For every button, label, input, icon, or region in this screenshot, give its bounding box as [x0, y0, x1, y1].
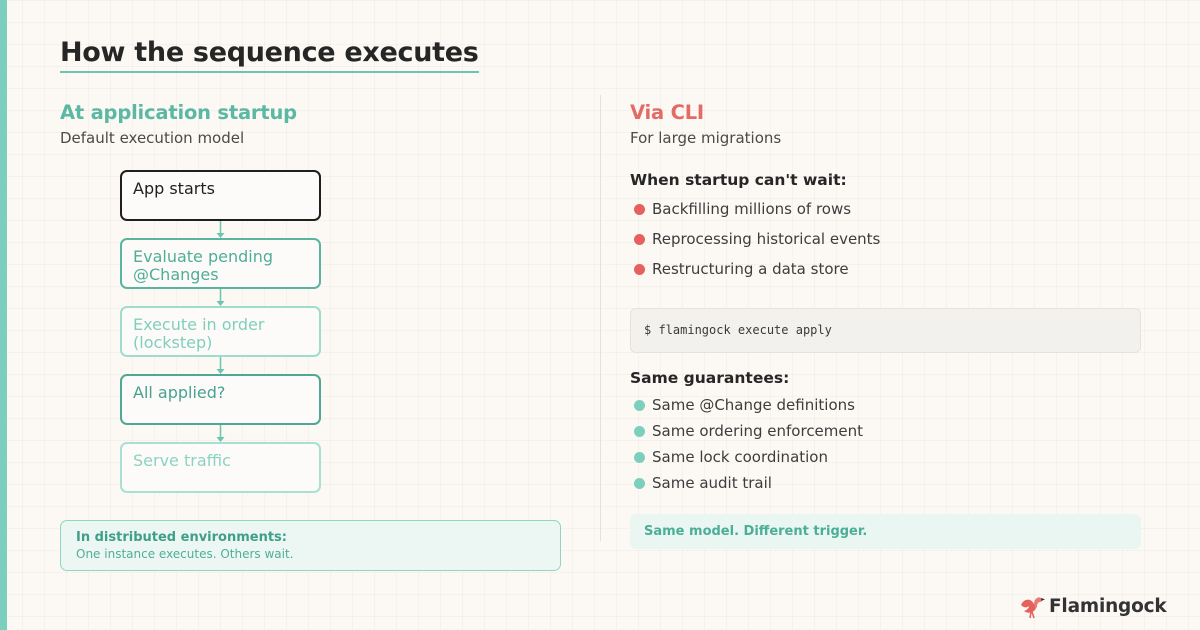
startup-section-title: At application startup — [60, 101, 297, 124]
guarantees-heading: Same guarantees: — [630, 369, 790, 387]
brand-name: Flamingock — [1049, 595, 1167, 617]
red-bullet-icon — [634, 204, 645, 215]
column-divider — [600, 95, 601, 541]
list-item: Reprocessing historical events — [630, 228, 880, 258]
flow-step-serve-traffic: Serve traffic — [120, 442, 321, 493]
list-item-label: Restructuring a data store — [652, 260, 849, 278]
teal-bullet-icon — [634, 426, 645, 437]
callout-title: In distributed environments: — [76, 530, 287, 545]
cli-section-title: Via CLI — [630, 101, 704, 124]
left-accent-bar — [0, 0, 7, 630]
when-heading: When startup can't wait: — [630, 171, 847, 189]
list-item: Same audit trail — [630, 472, 863, 498]
brand-logo: Flamingock — [1018, 590, 1167, 622]
flow-step-all-applied: All applied? — [120, 374, 321, 425]
cli-section-subtitle: For large migrations — [630, 129, 782, 147]
red-bullet-icon — [634, 264, 645, 275]
flow-step-execute-in-order: Execute in order (lockstep) — [120, 306, 321, 357]
flow-step-evaluate-pending: Evaluate pending @Changes — [120, 238, 321, 289]
distributed-callout: In distributed environments: One instanc… — [60, 520, 561, 571]
teal-bullet-icon — [634, 452, 645, 463]
page-title: How the sequence executes — [60, 36, 479, 73]
flow-step-app-starts: App starts — [120, 170, 321, 221]
list-item-label: Same @Change definitions — [652, 396, 855, 414]
list-item: Restructuring a data store — [630, 258, 880, 288]
list-item-label: Same lock coordination — [652, 448, 828, 466]
list-item: Backfilling millions of rows — [630, 198, 880, 228]
red-bullet-icon — [634, 234, 645, 245]
tagline-box: Same model. Different trigger. — [630, 514, 1141, 549]
when-list: Backfilling millions of rows Reprocessin… — [630, 198, 880, 288]
list-item-label: Same ordering enforcement — [652, 422, 864, 440]
list-item-label: Reprocessing historical events — [652, 230, 881, 248]
startup-section-subtitle: Default execution model — [60, 129, 245, 147]
guarantees-list: Same @Change definitions Same ordering e… — [630, 394, 863, 498]
list-item: Same @Change definitions — [630, 394, 863, 420]
cli-command-block: $ flamingock execute apply — [630, 308, 1141, 353]
list-item-label: Backfilling millions of rows — [652, 200, 852, 218]
teal-bullet-icon — [634, 478, 645, 489]
callout-text: One instance executes. Others wait. — [76, 547, 294, 561]
teal-bullet-icon — [634, 400, 645, 411]
list-item-label: Same audit trail — [652, 474, 772, 492]
list-item: Same ordering enforcement — [630, 420, 863, 446]
list-item: Same lock coordination — [630, 446, 863, 472]
flamingo-logo-icon — [1021, 597, 1045, 619]
